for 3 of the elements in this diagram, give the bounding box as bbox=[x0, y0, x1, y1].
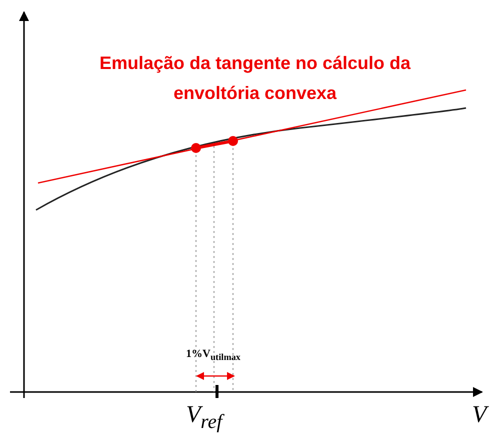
axis-label: V bbox=[472, 402, 487, 429]
note-text: Emulação da tangente no cálculo da envoltória convexa bbox=[98, 52, 412, 105]
axis-value-label: V$_{ref}$ bbox=[186, 402, 222, 434]
